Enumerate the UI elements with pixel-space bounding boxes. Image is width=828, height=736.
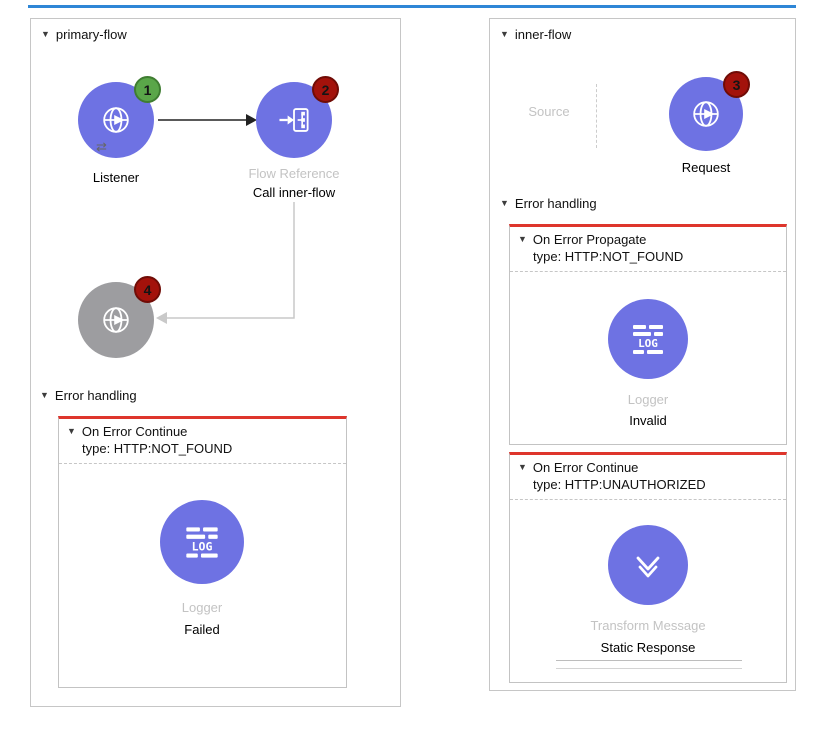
flow-reference-type-label: Flow Reference <box>248 166 340 181</box>
step-badge[interactable]: 2 <box>312 76 339 103</box>
flow-title: primary-flow <box>55 27 127 42</box>
error-scope-type: type: HTTP:UNAUTHORIZED <box>533 477 706 492</box>
collapse-icon[interactable]: ▼ <box>518 462 527 472</box>
flow-title: inner-flow <box>514 27 572 42</box>
error-scope-title: On Error Continue <box>532 460 639 475</box>
flow-header-inner: ▼ inner-flow <box>500 27 571 42</box>
logger-node[interactable]: LOG <box>160 500 244 584</box>
collapse-icon[interactable]: ▼ <box>41 29 50 39</box>
logger-icon: LOG <box>633 325 663 354</box>
error-handling-text: Error handling <box>54 388 137 403</box>
listener-label: Listener <box>92 170 140 185</box>
flow-reference-icon <box>279 108 309 132</box>
transform-type-label: Transform Message <box>590 618 706 633</box>
flow-reference-name-label: Call inner-flow <box>252 185 336 200</box>
request-label: Request <box>681 160 731 175</box>
logger-icon: LOG <box>186 527 218 558</box>
edit-underline <box>556 660 742 661</box>
step-badge[interactable]: 3 <box>723 71 750 98</box>
logger-type-label: Logger <box>181 600 223 615</box>
error-scope-title: On Error Propagate <box>532 232 647 247</box>
logger-name-label: Invalid <box>629 413 667 428</box>
error-scope-title: On Error Continue <box>81 424 188 439</box>
collapse-icon[interactable]: ▼ <box>67 426 76 436</box>
dataweave-icon <box>636 556 660 578</box>
error-scope-type: type: HTTP:NOT_FOUND <box>533 249 684 264</box>
top-accent-bar <box>28 5 796 8</box>
globe-icon <box>103 307 129 333</box>
edit-underline <box>556 668 742 669</box>
transform-message-node[interactable] <box>608 525 688 605</box>
logger-type-label: Logger <box>627 392 669 407</box>
flow-header-primary: ▼ primary-flow <box>41 27 127 42</box>
collapse-icon[interactable]: ▼ <box>500 29 509 39</box>
error-scope-type: type: HTTP:NOT_FOUND <box>82 441 233 456</box>
source-divider <box>596 84 597 148</box>
error-scope-header: ▼ On Error Continue type: HTTP:UNAUTHORI… <box>510 455 786 500</box>
error-handling-text: Error handling <box>514 196 597 211</box>
error-handling-label: ▼ Error handling <box>40 388 137 403</box>
error-scope-header: ▼ On Error Continue type: HTTP:NOT_FOUND <box>59 419 346 464</box>
collapse-icon[interactable]: ▼ <box>500 198 509 208</box>
logger-name-label: Failed <box>184 622 220 637</box>
step-badge[interactable]: 4 <box>134 276 161 303</box>
globe-icon <box>693 101 719 127</box>
error-scope-header: ▼ On Error Propagate type: HTTP:NOT_FOUN… <box>510 227 786 272</box>
error-handling-label: ▼ Error handling <box>500 196 597 211</box>
globe-icon <box>103 107 129 133</box>
svg-text:LOG: LOG <box>192 539 213 553</box>
svg-text:LOG: LOG <box>638 337 658 350</box>
response-arrows-icon: ⇄ <box>96 139 107 154</box>
source-lane-label: Source <box>528 104 570 119</box>
step-badge[interactable]: 1 <box>134 76 161 103</box>
collapse-icon[interactable]: ▼ <box>40 390 49 400</box>
transform-name-label: Static Response <box>600 640 696 655</box>
collapse-icon[interactable]: ▼ <box>518 234 527 244</box>
logger-node[interactable]: LOG <box>608 299 688 379</box>
